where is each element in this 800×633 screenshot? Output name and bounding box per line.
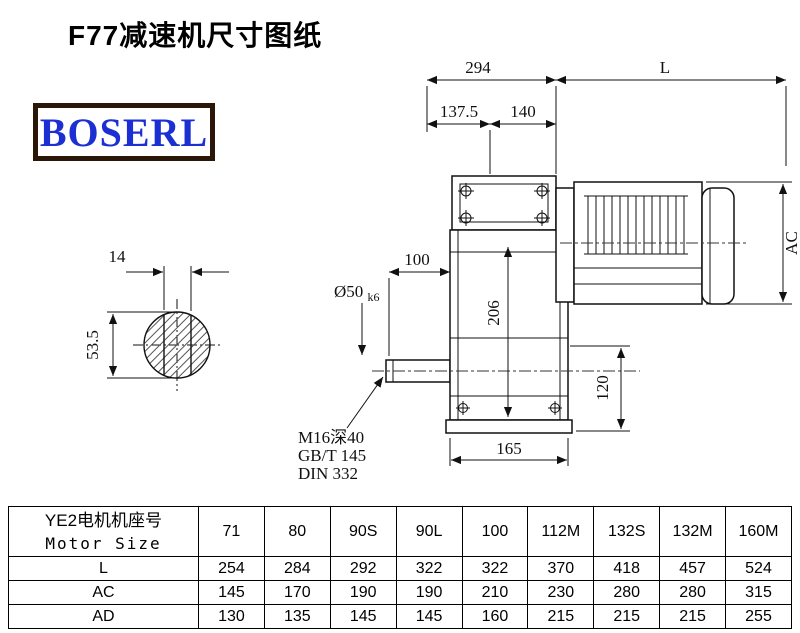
frame-size-column: 90S xyxy=(329,506,397,557)
dim-motor-length: L xyxy=(660,58,670,77)
dim-value-cell: 524 xyxy=(725,556,792,581)
dim-foot-height: 120 xyxy=(593,375,612,401)
dim-value-cell: 280 xyxy=(659,580,726,605)
frame-size-column: 132M xyxy=(659,506,726,557)
dim-value-cell: 160 xyxy=(461,604,529,629)
dimension-lines xyxy=(346,75,792,466)
dim-base-width: 165 xyxy=(496,439,522,458)
dim-value-cell: 322 xyxy=(461,556,529,581)
dim-value-cell: 145 xyxy=(329,604,397,629)
dim-shaft-length: 100 xyxy=(404,250,430,269)
gearbox-base xyxy=(445,419,573,434)
dim-overall-width: 294 xyxy=(465,58,491,77)
dim-value-cell: 130 xyxy=(198,604,265,629)
frame-size-column: 160M xyxy=(725,506,792,557)
shaft-tolerance-value: k6 xyxy=(368,290,380,304)
frame-size-column: 80 xyxy=(263,506,331,557)
dim-value-cell: 215 xyxy=(659,604,726,629)
motor-size-header-en: Motor Size xyxy=(45,533,162,553)
dim-value-cell: 280 xyxy=(593,580,661,605)
dim-row-label: L xyxy=(8,556,199,581)
dim-140: 140 xyxy=(510,102,536,121)
dim-value-cell: 418 xyxy=(593,556,661,581)
dim-shaft-diameter: Ø50 k6 xyxy=(334,282,380,304)
dim-value-cell: 370 xyxy=(527,556,595,581)
motor-size-header: YE2电机机座号 Motor Size xyxy=(8,506,199,557)
gearbox-housing xyxy=(449,229,569,421)
frame-size-column: 71 xyxy=(198,506,265,557)
frame-size-column: 90L xyxy=(395,506,463,557)
table-row-AD: AD 130 135 145 145 160 215 215 215 255 xyxy=(8,604,792,629)
dim-row-label: AC xyxy=(8,580,199,605)
dim-value-cell: 170 xyxy=(263,580,331,605)
dim-value-cell: 145 xyxy=(395,604,463,629)
motor-size-header-cn: YE2电机机座号 xyxy=(44,510,163,530)
brand-logo: BOSERL xyxy=(33,103,215,161)
dim-value-cell: 135 xyxy=(263,604,331,629)
motor-fan-cover xyxy=(701,187,735,305)
dim-value-cell: 284 xyxy=(263,556,331,581)
dim-value-cell: 190 xyxy=(395,580,463,605)
dim-value-cell: 230 xyxy=(527,580,595,605)
table-row-L: L 254 284 292 322 322 370 418 457 524 xyxy=(8,556,792,581)
dim-center-height: 206 xyxy=(484,300,503,326)
dim-value-cell: 322 xyxy=(395,556,463,581)
frame-size-column: 100 xyxy=(461,506,529,557)
dim-value-cell: 292 xyxy=(329,556,397,581)
dim-137-5: 137.5 xyxy=(440,102,478,121)
dim-value-cell: 145 xyxy=(198,580,265,605)
dim-value-cell: 315 xyxy=(725,580,792,605)
dim-value-cell: 215 xyxy=(527,604,595,629)
shaft-section-circle xyxy=(143,311,211,379)
table-row-AC: AC 145 170 190 190 210 230 280 280 315 xyxy=(8,580,792,605)
dim-motor-diameter: AC xyxy=(782,231,800,255)
frame-size-column: 132S xyxy=(593,506,661,557)
dim-shaft-key-height: 53.5 xyxy=(83,330,102,360)
shaft-diameter-value: Ø50 xyxy=(334,282,363,301)
dim-value-cell: 190 xyxy=(329,580,397,605)
dim-row-label: AD xyxy=(8,604,199,629)
motor-adapter xyxy=(555,187,575,303)
dim-value-cell: 254 xyxy=(198,556,265,581)
frame-size-column: 112M xyxy=(527,506,595,557)
motor-cooling-fins xyxy=(587,196,685,254)
dim-value-cell: 457 xyxy=(659,556,726,581)
brand-logo-text: BOSERL xyxy=(39,109,209,155)
technical-drawing: 14 53.5 294 L 137.5 140 AC 100 Ø50 k6 20… xyxy=(83,58,800,483)
gearbox-outline xyxy=(385,175,573,434)
bolt-holes xyxy=(456,183,562,415)
note-tap-hole: M16深40 xyxy=(298,428,364,447)
dim-value-cell: 255 xyxy=(725,604,792,629)
dim-value-cell: 210 xyxy=(461,580,529,605)
dim-value-cell: 215 xyxy=(593,604,661,629)
dim-key-width: 14 xyxy=(109,247,127,266)
page-title: F77减速机尺寸图纸 xyxy=(68,20,323,51)
note-standard-gbt: GB/T 145 xyxy=(298,446,366,465)
note-standard-din: DIN 332 xyxy=(298,464,358,483)
table-header-row: YE2电机机座号 Motor Size 71 80 90S 90L 100 11… xyxy=(8,506,792,557)
motor-size-table: YE2电机机座号 Motor Size 71 80 90S 90L 100 11… xyxy=(8,506,792,629)
shaft-section-view xyxy=(107,266,229,391)
